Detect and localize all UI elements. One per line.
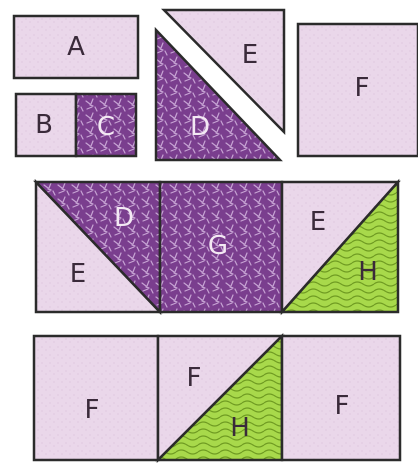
label-g: G	[208, 231, 228, 261]
label-c: C	[97, 112, 115, 142]
label-f-bottom-right: F	[335, 391, 350, 421]
label-e-middle-right: E	[310, 207, 326, 237]
label-e-top: E	[242, 40, 258, 70]
label-h-middle: H	[358, 257, 378, 287]
label-f-bottom-left: F	[85, 395, 100, 425]
label-f-top: F	[355, 73, 370, 103]
label-f-bottom-middle: F	[187, 363, 202, 393]
label-a: A	[67, 32, 85, 62]
label-h-bottom: H	[230, 413, 250, 443]
label-e-middle-left: E	[70, 259, 86, 289]
label-b: B	[35, 110, 53, 140]
label-d-top: D	[190, 112, 210, 142]
label-d-middle: D	[114, 203, 134, 233]
